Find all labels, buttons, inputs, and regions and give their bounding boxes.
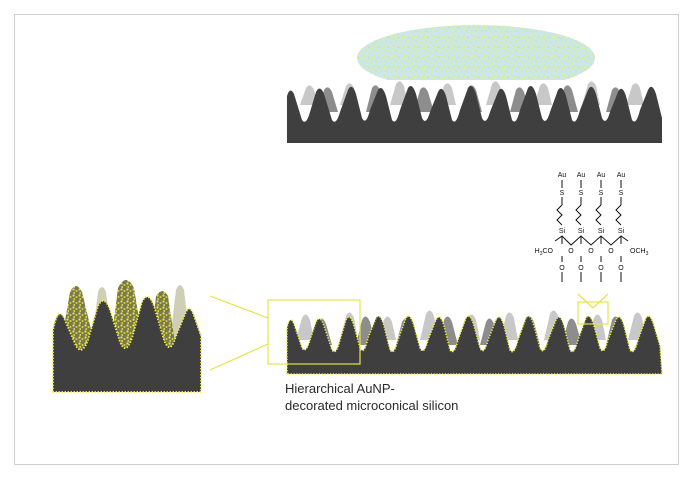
label-si-4: Si xyxy=(618,228,625,235)
inset-silicon-base xyxy=(52,296,202,393)
ligand-column-1 xyxy=(556,180,563,282)
label-au-4: Au xyxy=(617,172,626,179)
label-s-1: S xyxy=(560,190,565,197)
label-right-methoxy: OCH3 xyxy=(630,248,649,257)
ligand-column-2 xyxy=(575,180,582,282)
siloxane-backbone xyxy=(554,235,629,246)
top-silicon-base xyxy=(287,86,662,143)
label-o-surface-3: O xyxy=(598,265,604,272)
label-s-3: S xyxy=(599,190,604,197)
bottom-panel-decorated-surface xyxy=(286,310,663,375)
bottom-silicon-base xyxy=(286,315,663,375)
ligand-column-3 xyxy=(595,180,602,282)
highlight-box-right xyxy=(577,301,609,325)
caption-line-2: decorated microconical silicon xyxy=(285,398,459,413)
label-s-4: S xyxy=(619,190,624,197)
chem-line-left xyxy=(577,293,594,309)
label-au-3: Au xyxy=(597,172,606,179)
callout-lines xyxy=(209,293,609,371)
highlight-box-left xyxy=(267,299,361,365)
label-si-2: Si xyxy=(578,228,585,235)
top-panel-droplet-on-surface xyxy=(287,25,662,143)
liquid-droplet xyxy=(357,25,595,91)
chemical-structure xyxy=(554,180,629,282)
label-left-methoxy: H3CO xyxy=(535,248,554,257)
label-au-1: Au xyxy=(558,172,567,179)
chem-line-right xyxy=(592,293,609,309)
inset-decorated-mid-cones xyxy=(60,280,176,350)
magnified-inset xyxy=(52,280,202,393)
label-o-bridge-2: O xyxy=(588,248,594,255)
label-o-surface-4: O xyxy=(618,265,624,272)
caption-line-1: Hierarchical AuNP- xyxy=(285,381,395,396)
label-o-bridge-3: O xyxy=(608,248,614,255)
label-si-1: Si xyxy=(559,228,566,235)
ligand-column-4 xyxy=(615,180,622,282)
zoom-line-top xyxy=(209,295,269,319)
label-au-2: Au xyxy=(577,172,586,179)
chemical-labels: Au Au Au Au S S S S Si Si Si Si O O O H3… xyxy=(535,172,649,272)
label-o-surface-2: O xyxy=(578,265,584,272)
label-o-surface-1: O xyxy=(559,265,565,272)
label-s-2: S xyxy=(579,190,584,197)
label-si-3: Si xyxy=(598,228,605,235)
label-o-bridge-1: O xyxy=(568,248,574,255)
zoom-line-bottom xyxy=(209,343,269,371)
figure-caption: Hierarchical AuNP- decorated microconica… xyxy=(285,380,525,414)
